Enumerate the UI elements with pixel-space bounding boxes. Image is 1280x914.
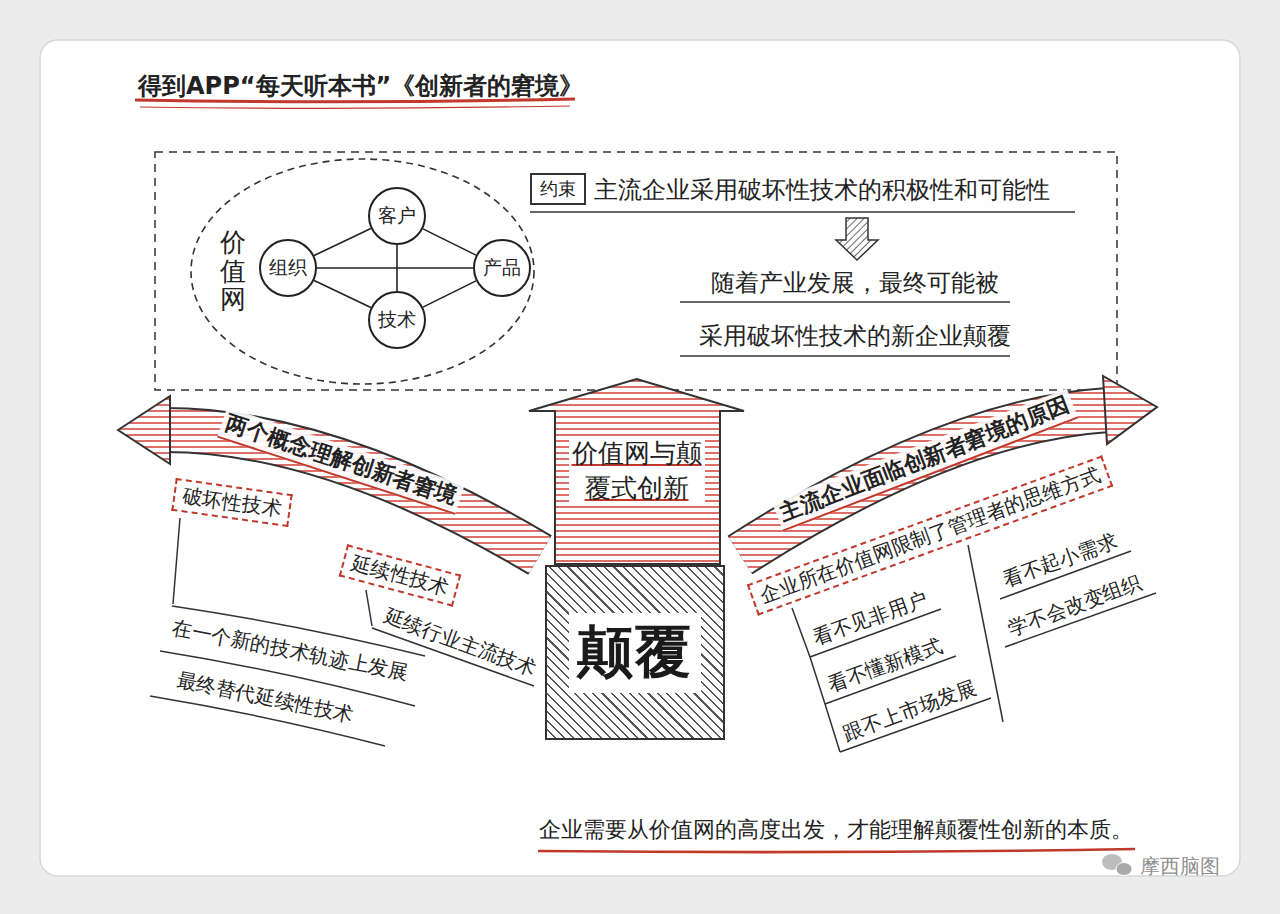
- tag-label: 约束: [540, 178, 576, 199]
- circle-outline: [369, 292, 425, 348]
- house-label: 价值网与颠覆式创新: [569, 436, 705, 506]
- house-arrow: 价值网与颠覆式创新: [528, 378, 745, 565]
- circle-label: 客户: [378, 203, 416, 229]
- constraint-tag: 约束: [530, 173, 586, 205]
- connector-line: [314, 280, 371, 307]
- note-label-holder: 随着产业发展，最终可能被: [711, 267, 999, 299]
- circle-label: 产品: [483, 255, 521, 281]
- note-label-holder: 主流企业采用破坏性技术的积极性和可能性: [594, 174, 1050, 206]
- connector-line: [317, 267, 473, 269]
- hatched-base-box: 颠覆: [545, 565, 725, 740]
- circle-label: 组织: [269, 255, 307, 281]
- band-arrowhead: [118, 396, 170, 464]
- big-label: 颠覆: [569, 613, 701, 693]
- circle-outline: [474, 240, 530, 296]
- value-network-ellipse: 价值网 客户组织 产品技术: [190, 158, 535, 385]
- title-holder: 得到APP“每天听本书”《创新者的窘境》: [138, 70, 583, 102]
- leader-line: [366, 590, 372, 626]
- watermark: 摩西脑图: [1140, 854, 1220, 878]
- dashed-frame: [155, 152, 1117, 390]
- connector-line: [423, 281, 476, 307]
- note-label-holder: 采用破坏性技术的新企业颠覆: [699, 320, 1011, 352]
- circle-outline: [369, 188, 425, 244]
- circle-label: 技术: [378, 307, 416, 333]
- title-underline: [140, 106, 570, 108]
- underline: [530, 211, 1075, 213]
- element-circle: 产品: [473, 239, 531, 297]
- caption-holder: 企业需要从价值网的高度出发，才能理解颠覆性创新的本质。: [539, 815, 1133, 845]
- element-circle: 组织: [259, 239, 317, 297]
- wechat-icon: [1116, 863, 1132, 876]
- card: [40, 40, 1240, 876]
- note-label: 随着产业发展，最终可能被: [711, 269, 999, 297]
- connector-line: [314, 228, 371, 255]
- circle-outline: [260, 240, 316, 296]
- caption-underline: [538, 849, 1135, 852]
- ellipse-outline: [191, 159, 534, 384]
- note-label: 主流企业采用破坏性技术的积极性和可能性: [594, 176, 1050, 204]
- element-circle: 客户: [368, 187, 426, 245]
- element-circle: 技术: [368, 291, 426, 349]
- note-label: 采用破坏性技术的新企业颠覆: [699, 322, 1011, 350]
- band-arrowhead: [1103, 376, 1157, 444]
- house-arrow-outline: [529, 379, 744, 564]
- title: 得到APP“每天听本书”《创新者的窘境》: [138, 72, 583, 100]
- down-arrow: [836, 218, 878, 260]
- connector-line: [423, 229, 476, 255]
- underline: [680, 355, 1010, 357]
- vertical-heading: 价值网: [220, 228, 246, 314]
- watermark-holder: 摩西脑图: [1140, 853, 1220, 880]
- caption: 企业需要从价值网的高度出发，才能理解颠覆性创新的本质。: [539, 817, 1133, 842]
- underline: [680, 301, 1010, 303]
- leader-line: [173, 518, 180, 604]
